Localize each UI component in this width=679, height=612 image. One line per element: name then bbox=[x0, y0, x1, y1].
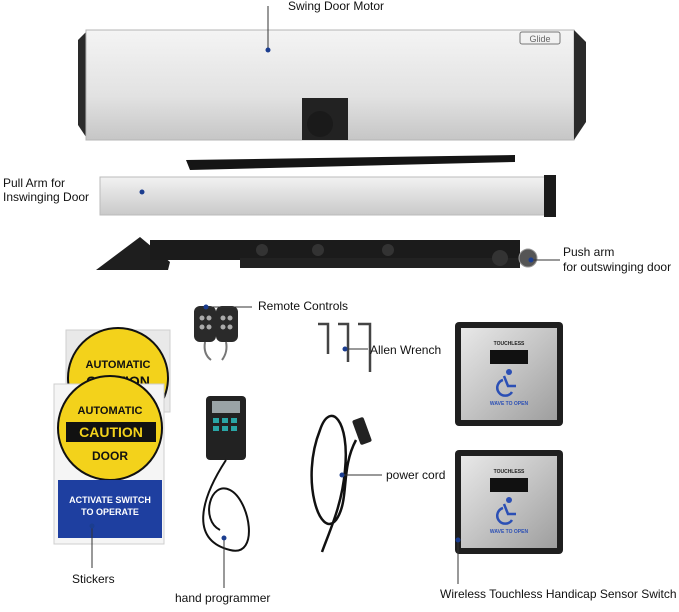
svg-text:TO OPERATE: TO OPERATE bbox=[81, 507, 139, 517]
svg-text:WAVE TO OPEN: WAVE TO OPEN bbox=[490, 529, 529, 535]
push-arm bbox=[96, 237, 538, 270]
sensor-switch-2: TOUCHLESS WAVE TO OPEN bbox=[455, 450, 563, 554]
svg-text:DOOR: DOOR bbox=[92, 449, 128, 463]
svg-text:CAUTION: CAUTION bbox=[79, 424, 143, 440]
stickers: AUTOMATIC CAUTION AUTOMATIC CAUTION DOOR… bbox=[53, 327, 171, 545]
pull-arm bbox=[99, 155, 556, 217]
callout-dots bbox=[89, 47, 534, 543]
motor-logo: Glide bbox=[529, 34, 550, 44]
label-power-cord: power cord bbox=[386, 468, 446, 482]
label-hand-programmer: hand programmer bbox=[175, 591, 271, 605]
label-remote-controls: Remote Controls bbox=[258, 299, 349, 313]
label-swing-door-motor: Swing Door Motor bbox=[288, 0, 385, 13]
label-stickers: Stickers bbox=[72, 572, 115, 586]
sensor-switch-1: TOUCHLESS WAVE TO OPEN bbox=[455, 322, 563, 426]
power-cord bbox=[310, 414, 372, 553]
label-pull-arm-line2: Inswinging Door bbox=[3, 190, 90, 204]
hand-programmer bbox=[202, 396, 250, 552]
label-pull-arm-line1: Pull Arm for bbox=[3, 176, 66, 190]
svg-text:ACTIVATE SWITCH: ACTIVATE SWITCH bbox=[69, 495, 151, 505]
svg-text:WAVE TO OPEN: WAVE TO OPEN bbox=[490, 401, 529, 407]
svg-text:AUTOMATIC: AUTOMATIC bbox=[86, 359, 151, 371]
remote-controls bbox=[194, 306, 238, 361]
label-sensor-switch: Wireless Touchless Handicap Sensor Switc… bbox=[440, 587, 677, 601]
swing-door-motor: Glide bbox=[78, 29, 586, 141]
svg-text:TOUCHLESS: TOUCHLESS bbox=[494, 341, 525, 347]
callout-lines bbox=[91, 6, 560, 588]
svg-text:TOUCHLESS: TOUCHLESS bbox=[494, 469, 525, 475]
svg-text:AUTOMATIC: AUTOMATIC bbox=[78, 405, 143, 417]
label-allen-wrench: Allen Wrench bbox=[370, 343, 442, 357]
label-push-arm-line1: Push arm bbox=[563, 245, 615, 259]
label-push-arm-line2: for outswinging door bbox=[563, 260, 672, 274]
